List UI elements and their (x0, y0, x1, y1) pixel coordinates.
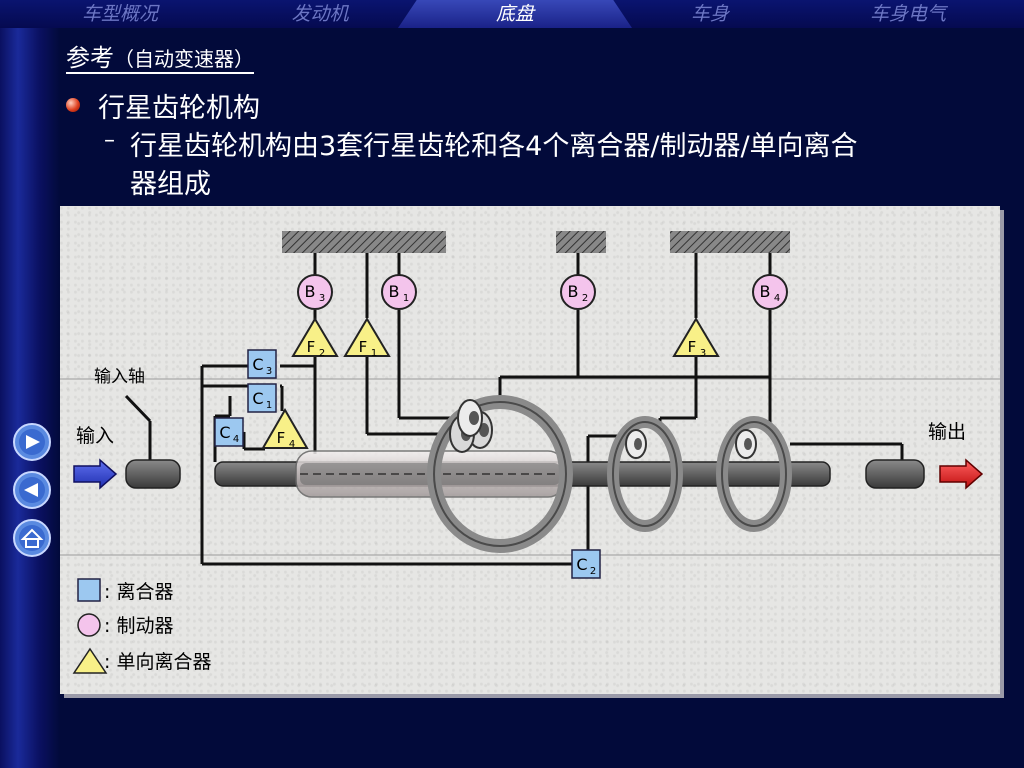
active-tab-highlight (398, 0, 632, 28)
planetary-gear-diagram: B 3 B 1 B 2 B 4 F 2 F 1 (60, 206, 1000, 694)
brake-b4-sub: 4 (774, 293, 780, 304)
home-button[interactable] (12, 518, 52, 558)
input-arrow-icon (73, 458, 118, 490)
clutch-c1: C 1 (247, 383, 277, 413)
next-icon (13, 423, 51, 461)
page-title-main: 参考 (66, 44, 114, 72)
tab-vehicle-overview[interactable]: 车型概况 (81, 3, 158, 25)
one-way-clutch-f1: F 1 (343, 317, 391, 359)
brake-b2: B 2 (560, 274, 596, 310)
previous-icon (13, 471, 51, 509)
housing-ground-1 (282, 231, 446, 253)
bullet-icon (66, 98, 80, 112)
brake-b4-letter: B (760, 282, 771, 301)
clutch-c3: C 3 (247, 349, 277, 379)
one-way-clutch-f4-letter: F (277, 429, 286, 447)
housing-ground-3 (670, 231, 790, 253)
diagram-canvas: B 3 B 1 B 2 B 4 F 2 F 1 (60, 231, 1000, 674)
clutch-c1-letter: C (252, 389, 263, 408)
clutch-c4: C 4 (214, 417, 244, 447)
sub-bullet-text-line1: 行星齿轮机构由3套行星齿轮和各4个离合器/制动器/单向离合 (130, 131, 858, 162)
brake-b1: B 1 (381, 274, 417, 310)
clutch-c3-sub: 3 (266, 366, 272, 377)
legend-one-way-swatch (72, 647, 108, 674)
clutch-c2-sub: 2 (590, 566, 596, 577)
tab-chassis[interactable]: 底盘 (495, 3, 534, 25)
tab-body[interactable]: 车身 (690, 3, 729, 25)
brake-b4: B 4 (752, 274, 788, 310)
brake-b3: B 3 (297, 274, 333, 310)
tab-body-electrical[interactable]: 车身电气 (869, 3, 946, 25)
brake-b2-letter: B (568, 282, 579, 301)
output-arrow-icon (939, 458, 984, 490)
brake-b3-sub: 3 (319, 293, 325, 304)
clutch-c3-letter: C (252, 355, 263, 374)
one-way-clutch-f2-sub: 2 (319, 348, 325, 359)
home-icon (13, 519, 51, 557)
input-shaft-label: 输入轴 (94, 367, 145, 387)
sub-bullet-dash: – (104, 128, 115, 153)
one-way-clutch-f4-sub: 4 (289, 439, 295, 450)
one-way-clutch-f3-sub: 3 (700, 348, 706, 359)
clutch-c2-letter: C (576, 555, 587, 574)
legend-brake-swatch (77, 613, 101, 637)
clutch-c4-letter: C (219, 423, 230, 442)
brake-b2-sub: 2 (582, 293, 588, 304)
clutch-c4-sub: 4 (233, 434, 239, 445)
legend-one-way-text: : 单向离合器 (104, 651, 211, 673)
page-title: 参考（自动变速器） (66, 38, 254, 74)
planetary-gear-set-3 (716, 416, 792, 532)
output-shaft (865, 459, 925, 489)
clutch-c1-sub: 1 (266, 400, 272, 411)
brake-b1-letter: B (389, 282, 400, 301)
one-way-clutch-f1-letter: F (359, 338, 368, 356)
input-label: 输入 (76, 425, 114, 447)
legend-clutch-swatch (77, 578, 101, 602)
legend-clutch-text: : 离合器 (104, 581, 173, 603)
one-way-clutch-f4: F 4 (261, 408, 309, 450)
bullet-heading: 行星齿轮机构 (98, 93, 260, 124)
previous-button[interactable] (12, 470, 52, 510)
clutch-c2: C 2 (571, 549, 601, 579)
next-button[interactable] (12, 422, 52, 462)
one-way-clutch-f2: F 2 (291, 317, 339, 359)
one-way-clutch-f2-letter: F (307, 338, 316, 356)
sub-bullet-text-line2: 器组成 (130, 169, 211, 200)
one-way-clutch-f1-sub: 1 (371, 348, 377, 359)
housing-ground-2 (556, 231, 606, 253)
legend-brake-text: : 制动器 (104, 615, 173, 637)
tab-engine[interactable]: 发动机 (291, 3, 349, 25)
legend: : 离合器 : 制动器 : 单向离合器 (72, 578, 211, 674)
one-way-clutch-f3-letter: F (688, 338, 697, 356)
planetary-gear-set-2 (607, 416, 683, 532)
input-shaft (125, 459, 181, 489)
planetary-gear-set-1 (427, 395, 573, 553)
brake-b3-letter: B (305, 282, 316, 301)
top-nav-bar: 车型概况 发动机 底盘 车身 车身电气 (0, 0, 1024, 28)
one-way-clutch-f3: F 3 (672, 317, 720, 359)
brake-b1-sub: 1 (403, 293, 409, 304)
page-title-subtitle: （自动变速器） (114, 47, 254, 71)
output-label: 输出 (928, 421, 966, 443)
